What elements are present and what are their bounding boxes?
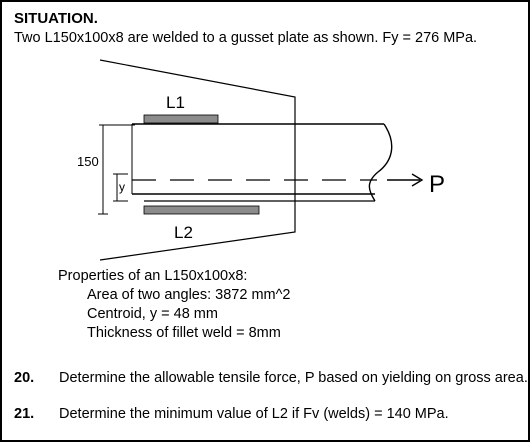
situation-heading: SITUATION. — [14, 10, 98, 27]
question-20-number: 20. — [14, 370, 35, 386]
property-area: Area of two angles: 3872 mm^2 — [87, 287, 291, 303]
break-line — [368, 123, 393, 202]
property-centroid: Centroid, y = 48 mm — [87, 306, 218, 322]
label-y: y — [119, 180, 125, 194]
label-150: 150 — [77, 154, 99, 169]
label-p: P — [429, 171, 445, 198]
situation-intro: Two L150x100x8 are welded to a gusset pl… — [14, 30, 478, 46]
load-arrow-head — [411, 173, 424, 187]
weld-l1 — [143, 114, 219, 124]
question-20-text: Determine the allowable tensile force, P… — [59, 370, 528, 386]
gusset-plate-outline — [99, 59, 296, 261]
properties-title: Properties of an L150x100x8: — [58, 268, 248, 284]
label-l2: L2 — [174, 223, 193, 242]
weld-l2 — [143, 205, 260, 215]
gusset-plate-figure: L1 L2 150 y P — [77, 59, 445, 261]
property-weld-thickness: Thickness of fillet weld = 8mm — [87, 325, 281, 341]
question-21-text: Determine the minimum value of L2 if Fv … — [59, 406, 449, 422]
label-l1: L1 — [166, 93, 185, 112]
question-21-number: 21. — [14, 406, 35, 422]
